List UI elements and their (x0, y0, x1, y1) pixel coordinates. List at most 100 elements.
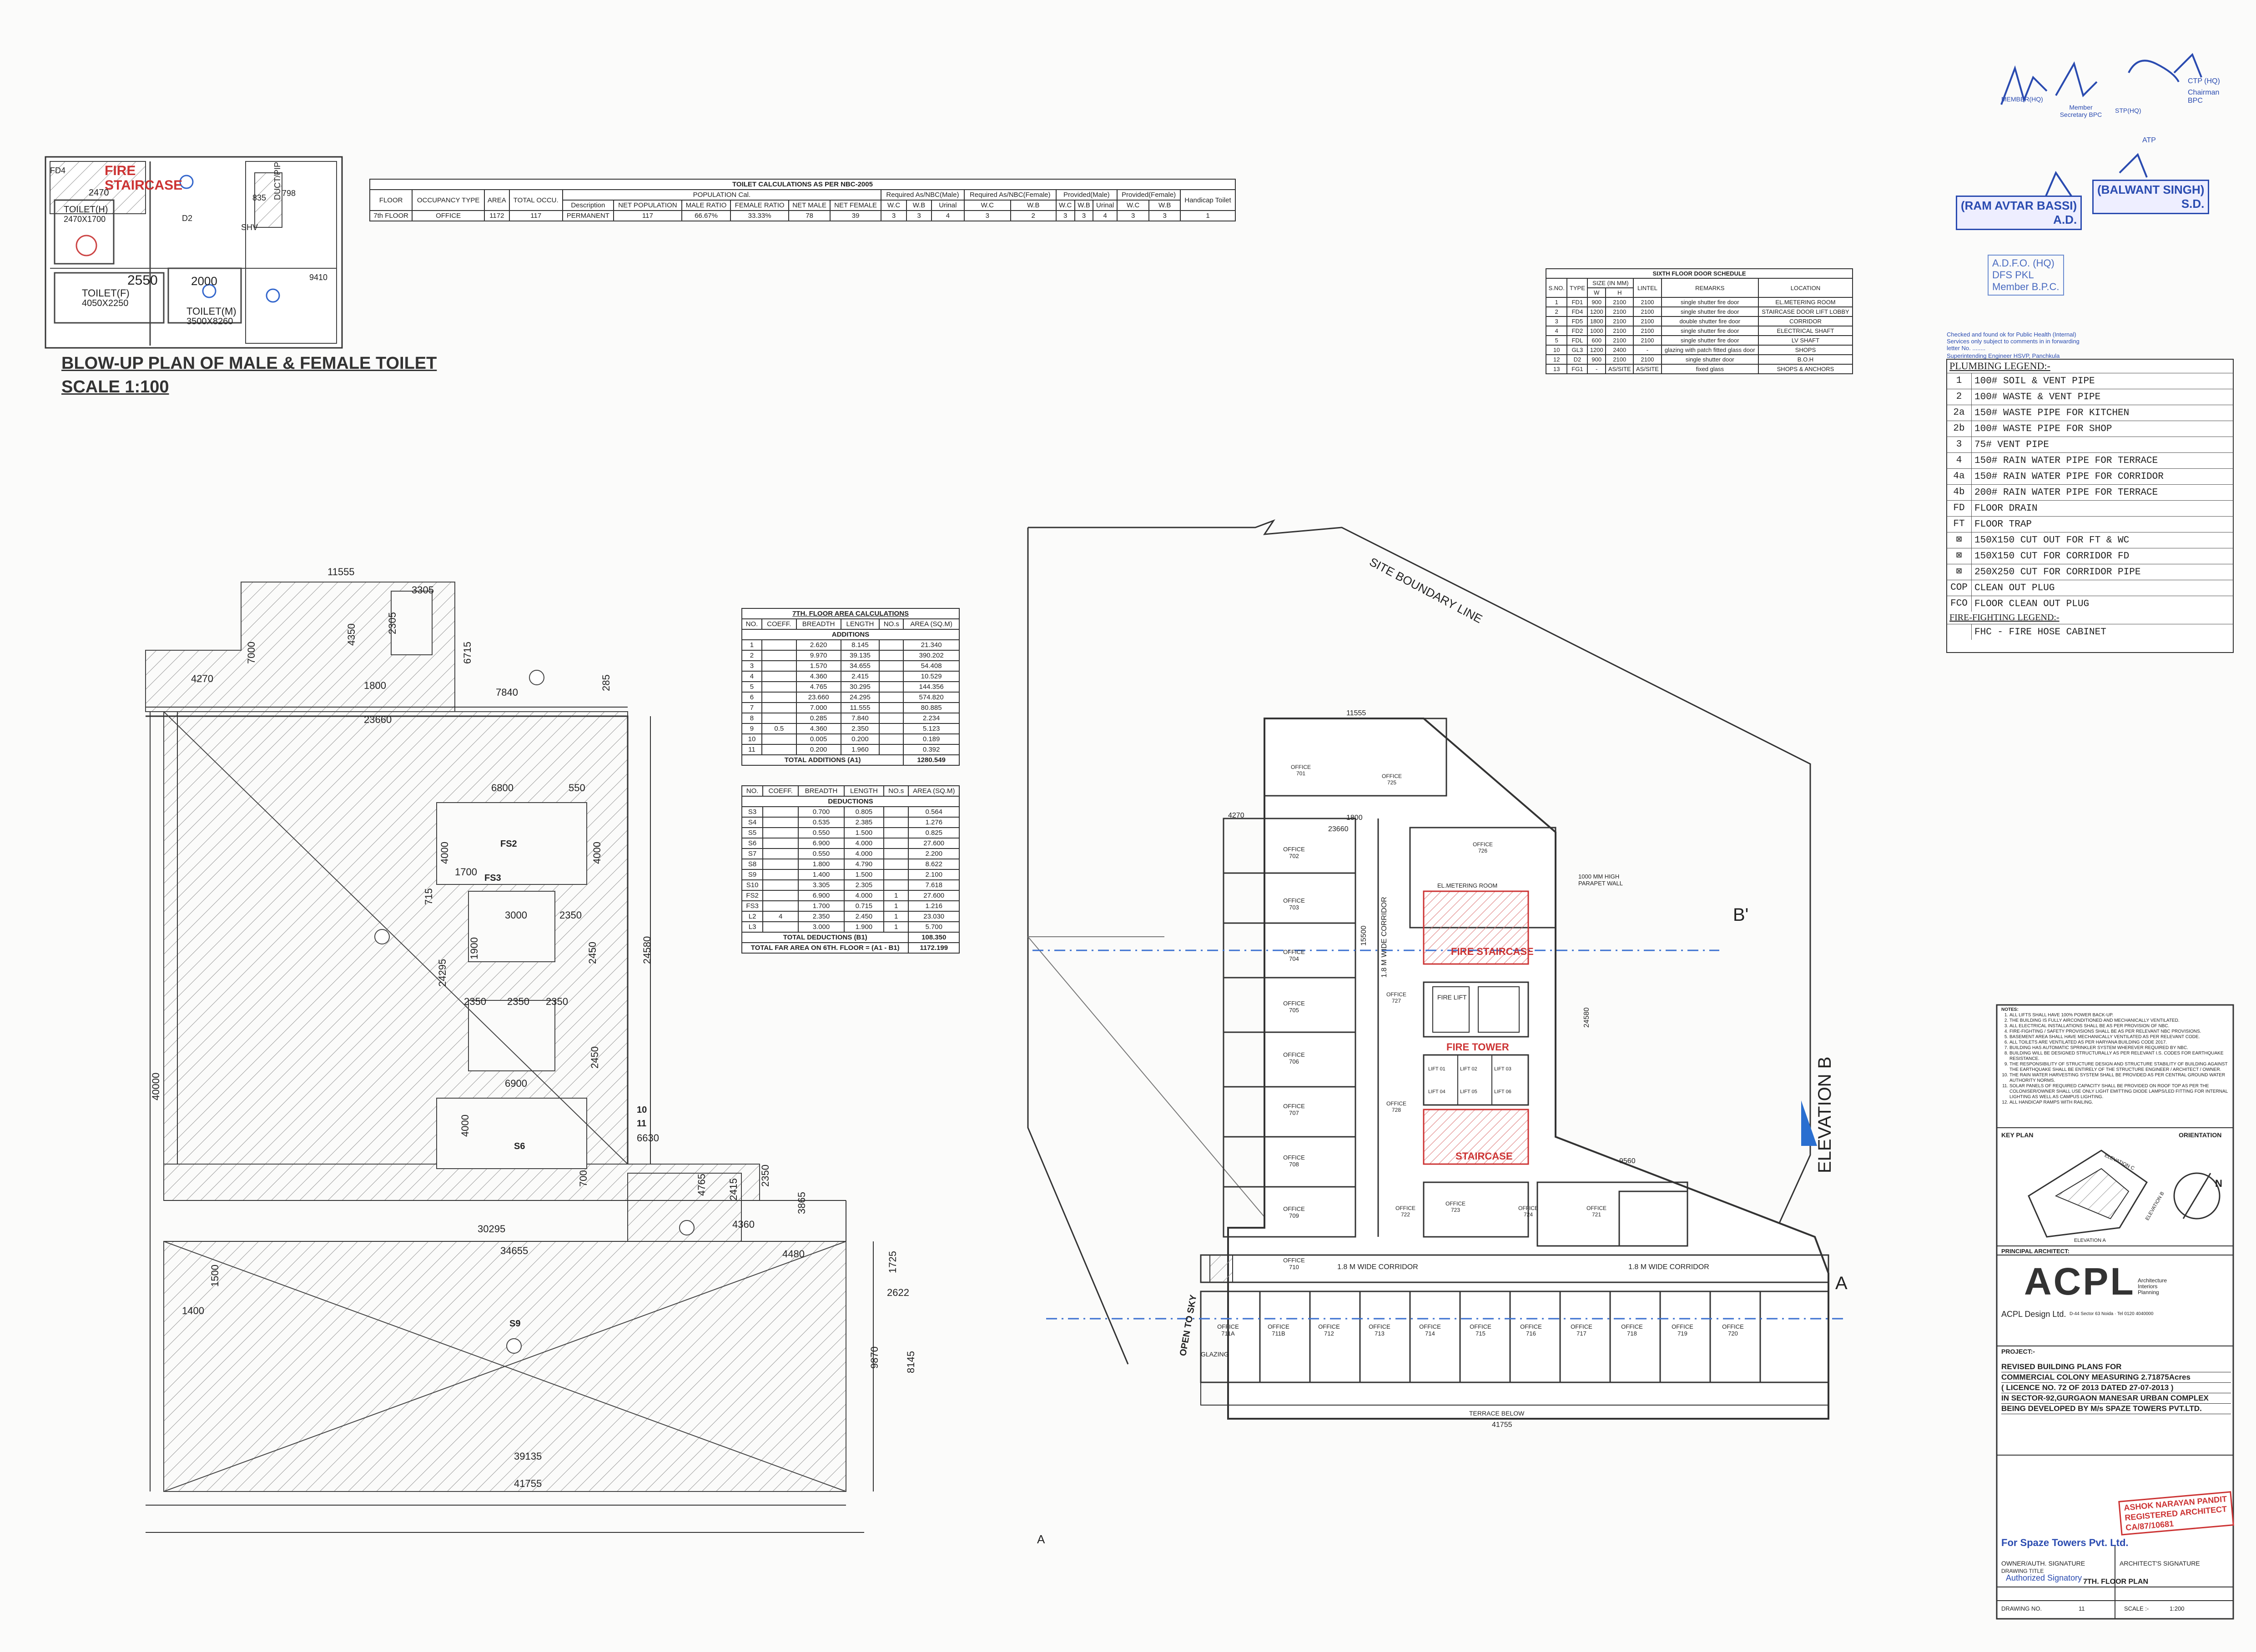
table-cell: 0.550 (798, 848, 845, 859)
table-cell: 4 (741, 671, 762, 682)
table-cell: 3 (1055, 210, 1075, 221)
table-cell: 1.500 (843, 869, 884, 880)
staircase-label: STAIRCASE (1455, 1150, 1513, 1162)
sub-net-female: NET FEMALE (830, 200, 881, 211)
table-cell: 2100 (1633, 335, 1662, 346)
table-cell: OFFICE (412, 210, 485, 221)
table-cell: 3 (906, 210, 932, 221)
blowup-label-toilet-f-size: 4050X2250 (82, 298, 129, 308)
dimension-label: LIFT 01 (1428, 1066, 1445, 1072)
table-cell: AS/SITE (1605, 364, 1634, 374)
dimension-label: OFFICE 728 (1386, 1100, 1406, 1113)
sub-wb: W.B (1074, 200, 1094, 211)
table-cell: LV SHAFT (1758, 335, 1853, 346)
table-cell: 4 (762, 911, 799, 922)
table-cell: 4 (1545, 326, 1568, 336)
table-cell: 574.820 (903, 692, 960, 703)
th-handicap: Handicap Toilet (1180, 189, 1236, 211)
table-cell (761, 702, 797, 713)
table-header-cell: LENGTH (840, 618, 880, 630)
orientation-label: ORIENTATION (2179, 1131, 2222, 1139)
blowup-label-duct: DUCT/PIP (273, 161, 282, 200)
table-cell: 0.200 (840, 733, 880, 745)
blowup-dim-2470: 2470 (89, 188, 109, 198)
drawing-title-label: DRAWING TITLE (2001, 1568, 2044, 1574)
dimension-label: 7000 (246, 642, 257, 664)
dimension-label: 8145 (905, 1351, 916, 1373)
table-cell (883, 859, 909, 870)
drawing-no: 11 (2079, 1605, 2085, 1612)
drawing-no-label: DRAWING NO. (2001, 1605, 2042, 1612)
far-add-total-value: 1280.549 (903, 754, 960, 766)
blowup-label-fire-staircase: FIRE STAIRCASE (105, 163, 183, 193)
far-ded-total-label: TOTAL DEDUCTIONS (B1) (741, 932, 909, 943)
dimension-label: 30295 (478, 1223, 506, 1235)
table-cell: 23.660 (796, 692, 841, 703)
th-req-male: Required As/NBC(Male) (880, 189, 965, 201)
table-cell: 10 (741, 733, 762, 745)
table-cell: 39.135 (840, 650, 880, 661)
table-cell: 2100 (1633, 326, 1662, 336)
blowup-label-toilet-h-size: 2470X1700 (64, 215, 106, 224)
table-cell: 9.970 (796, 650, 841, 661)
table-cell: 2100 (1605, 326, 1634, 336)
table-cell: 8 (741, 713, 762, 724)
table-cell: 4.360 (796, 723, 841, 734)
dimension-label: OFFICE 703 (1283, 897, 1305, 911)
stamp-adfo-title: A.D.F.O. (HQ) (1992, 257, 2055, 269)
stamp-ctp: CTP (HQ) (2188, 77, 2220, 85)
dimension-label: 6630 (637, 1132, 659, 1144)
dimension-label: 2450 (589, 1046, 600, 1069)
acpl-address: D-44 Sector 63 Noida · Tel 0120 4040000 (2070, 1311, 2154, 1316)
blowup-label-toilet-f: TOILET(F) (82, 287, 130, 299)
table-cell: single shutter door (1661, 354, 1759, 365)
table-cell (762, 921, 799, 933)
main-floor-plan (1027, 519, 1847, 1420)
dimension-label: OFFICE 711B (1268, 1323, 1289, 1337)
sub-net-male: NET MALE (788, 200, 831, 211)
table-cell: AS/SITE (1633, 364, 1662, 374)
table-cell: 1200 (1587, 345, 1606, 355)
table-cell (761, 660, 797, 672)
dimension-label: 1900 (468, 937, 480, 959)
table-cell: single shutter fire door (1661, 306, 1759, 317)
table-cell (761, 639, 797, 651)
blowup-label-9410: 9410 (309, 273, 328, 282)
blowup-label-835: 835 (252, 193, 267, 202)
table-cell: 1200 (1587, 306, 1606, 317)
table-cell: 2100 (1605, 306, 1634, 317)
dimension-label: 6800 (491, 782, 514, 793)
table-header-cell: COEFF. (761, 618, 797, 630)
table-cell (761, 744, 797, 755)
table-cell (761, 692, 797, 703)
plumbing-legend-title: PLUMBING LEGEND:- (1949, 360, 2050, 372)
legend-value: FLOOR DRAIN (1974, 503, 2038, 514)
dimension-label: OFFICE 707 (1283, 1103, 1305, 1116)
legend-value: CLEAN OUT PLUG (1974, 582, 2055, 593)
table-cell: 1.570 (796, 660, 841, 672)
table-cell: 30.295 (840, 681, 880, 693)
dimension-label: 23660 (364, 714, 392, 725)
table-cell: 7.840 (840, 713, 880, 724)
table-cell (762, 900, 799, 912)
dimension-label: OFFICE 713 (1369, 1323, 1390, 1337)
table-cell: 2 (741, 650, 762, 661)
table-cell: 24.295 (840, 692, 880, 703)
stamp-member-secretary: Member Secretary BPC (2060, 104, 2102, 118)
legend-key: 3 (1947, 437, 1972, 452)
blowup-label-fd4: FD4 (50, 166, 66, 175)
table-cell: 2.450 (843, 911, 884, 922)
table-cell: 1 (883, 890, 909, 901)
